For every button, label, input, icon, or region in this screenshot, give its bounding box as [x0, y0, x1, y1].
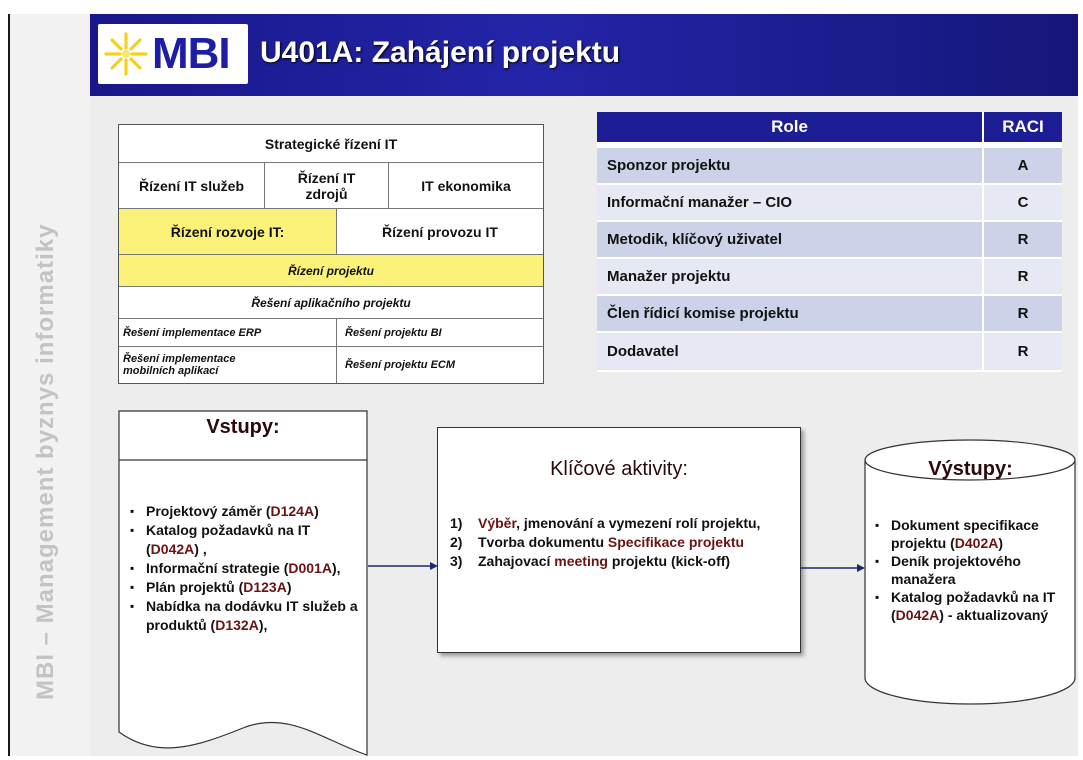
structure-cell-highlight: Řízení projektu [287, 263, 374, 278]
structure-row: Řešení implementace ERP Řešení projektu … [119, 319, 543, 347]
list-item: Informační strategie (D001A), [128, 559, 366, 578]
raci-row: Člen řídicí komise projektu R [597, 296, 1062, 333]
raci-value: R [1017, 231, 1029, 248]
it-management-structure-table: Strategické řízení IT Řízení IT služeb Ř… [118, 124, 544, 384]
structure-cell: Strategické řízení IT [264, 135, 398, 152]
structure-cell-highlight: Řízení rozvoje IT: [119, 209, 337, 254]
list-item: 1)Výběr, jmenování a vymezení rolí proje… [450, 515, 761, 531]
raci-value: R [1017, 268, 1029, 285]
raci-header-role: Role [597, 112, 984, 142]
list-item: 3)Zahajovací meeting projektu (kick-off) [450, 553, 731, 569]
raci-value: R [1017, 343, 1029, 360]
side-band [10, 14, 90, 756]
raci-row: Sponzor projektu A [597, 148, 1062, 185]
list-item: Nabídka na dodávku IT služeb a produktů … [128, 597, 366, 635]
structure-cell: Řešení implementace ERP [119, 319, 337, 346]
structure-cell: Řízení IT zdrojů [265, 163, 389, 208]
raci-header: Role RACI [597, 112, 1062, 142]
key-activities-box: Klíčové aktivity: 1)Výběr, jmenování a v… [437, 427, 801, 653]
outputs-cylinder: Výstupy: Dokument specifikace projektu (… [863, 438, 1078, 708]
raci-row: Manažer projektu R [597, 259, 1062, 296]
raci-table: Role RACI Sponzor projektu A Informační … [597, 112, 1062, 372]
raci-row: Dodavatel R [597, 333, 1062, 370]
structure-row: Řešení implementace mobilních aplikací Ř… [119, 347, 543, 383]
structure-cell: Řízení provozu IT [382, 223, 498, 240]
activities-title: Klíčové aktivity: [550, 458, 688, 480]
raci-role: Informační manažer – CIO [597, 185, 984, 220]
activities-list: 1)Výběr, jmenování a vymezení rolí proje… [450, 514, 795, 571]
raci-header-raci: RACI [984, 112, 1062, 142]
logo-text: MBI [152, 29, 231, 78]
list-item: Dokument specifikace projektu (D402A) [873, 516, 1078, 552]
list-item: 2)Tvorba dokumentu Specifikace projektu [450, 534, 745, 550]
page-title: U401A: Zahájení projektu [260, 36, 621, 69]
raci-role: Dodavatel [597, 333, 984, 370]
raci-value: A [1017, 157, 1029, 174]
outputs-list: Dokument specifikace projektu (D402A) De… [873, 516, 1078, 624]
structure-cell: Řešení aplikačního projektu [251, 295, 411, 310]
structure-row: Řízení rozvoje IT: Řízení provozu IT [119, 209, 543, 255]
raci-value: C [1017, 194, 1029, 211]
inputs-title: Vstupy: [206, 416, 280, 438]
structure-cell: Řešení projektu ECM [345, 359, 456, 371]
structure-cell: Řešení implementace mobilních aplikací [119, 347, 337, 383]
raci-role: Sponzor projektu [597, 148, 984, 183]
raci-row: Informační manažer – CIO C [597, 185, 1062, 222]
inputs-document: Vstupy: Projektový záměr (D124A) Katalog… [118, 410, 368, 760]
raci-role: Člen řídicí komise projektu [597, 296, 984, 331]
list-item: Plán projektů (D123A) [128, 578, 366, 597]
mbi-logo: MBI [98, 24, 248, 84]
list-item: Deník projektového manažera [873, 552, 1078, 588]
raci-row: Metodik, klíčový uživatel R [597, 222, 1062, 259]
list-item: Projektový záměr (D124A) [128, 502, 366, 521]
list-item: Katalog požadavků na IT (D042A) - aktual… [873, 588, 1078, 624]
structure-row: Strategické řízení IT [119, 125, 543, 163]
arrow-right-icon [801, 564, 865, 572]
structure-cell: Řešení projektu BI [345, 326, 442, 339]
sun-icon [104, 32, 148, 76]
side-label: MBI – Management byznys informatiky [32, 223, 59, 700]
structure-row: Řízení projektu [119, 255, 543, 287]
structure-row: Řešení aplikačního projektu [119, 287, 543, 319]
raci-role: Manažer projektu [597, 259, 984, 294]
list-item: Katalog požadavků na IT (D042A) , [128, 521, 366, 559]
structure-cell: Řízení IT služeb [119, 163, 265, 208]
slide-header: MBI U401A: Zahájení projektu [90, 14, 1078, 96]
arrow-right-icon [368, 562, 438, 570]
raci-value: R [1017, 305, 1029, 322]
outputs-title: Výstupy: [928, 458, 1013, 480]
structure-cell: IT ekonomika [421, 177, 511, 194]
structure-row: Řízení IT služeb Řízení IT zdrojů IT eko… [119, 163, 543, 209]
raci-role: Metodik, klíčový uživatel [597, 222, 984, 257]
inputs-list: Projektový záměr (D124A) Katalog požadav… [128, 502, 366, 635]
